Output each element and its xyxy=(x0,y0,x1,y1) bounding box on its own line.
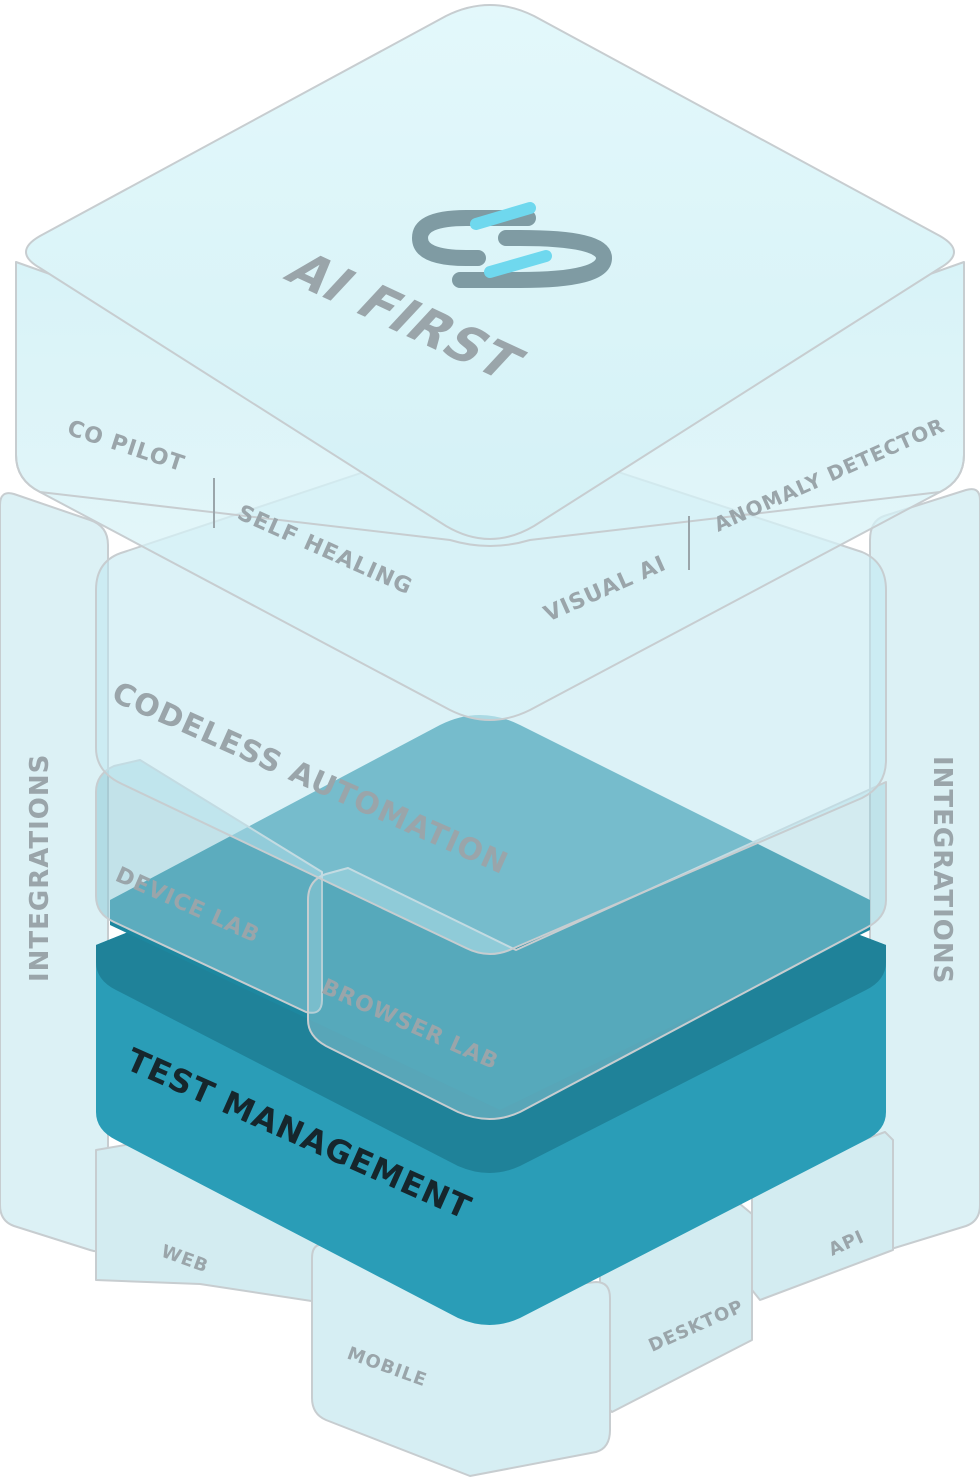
device-lab-block xyxy=(95,759,323,1014)
infinity-link-icon xyxy=(411,202,613,288)
integrations-right-label: INTEGRATIONS xyxy=(927,756,957,984)
integrations-left-label: INTEGRATIONS xyxy=(25,754,55,982)
